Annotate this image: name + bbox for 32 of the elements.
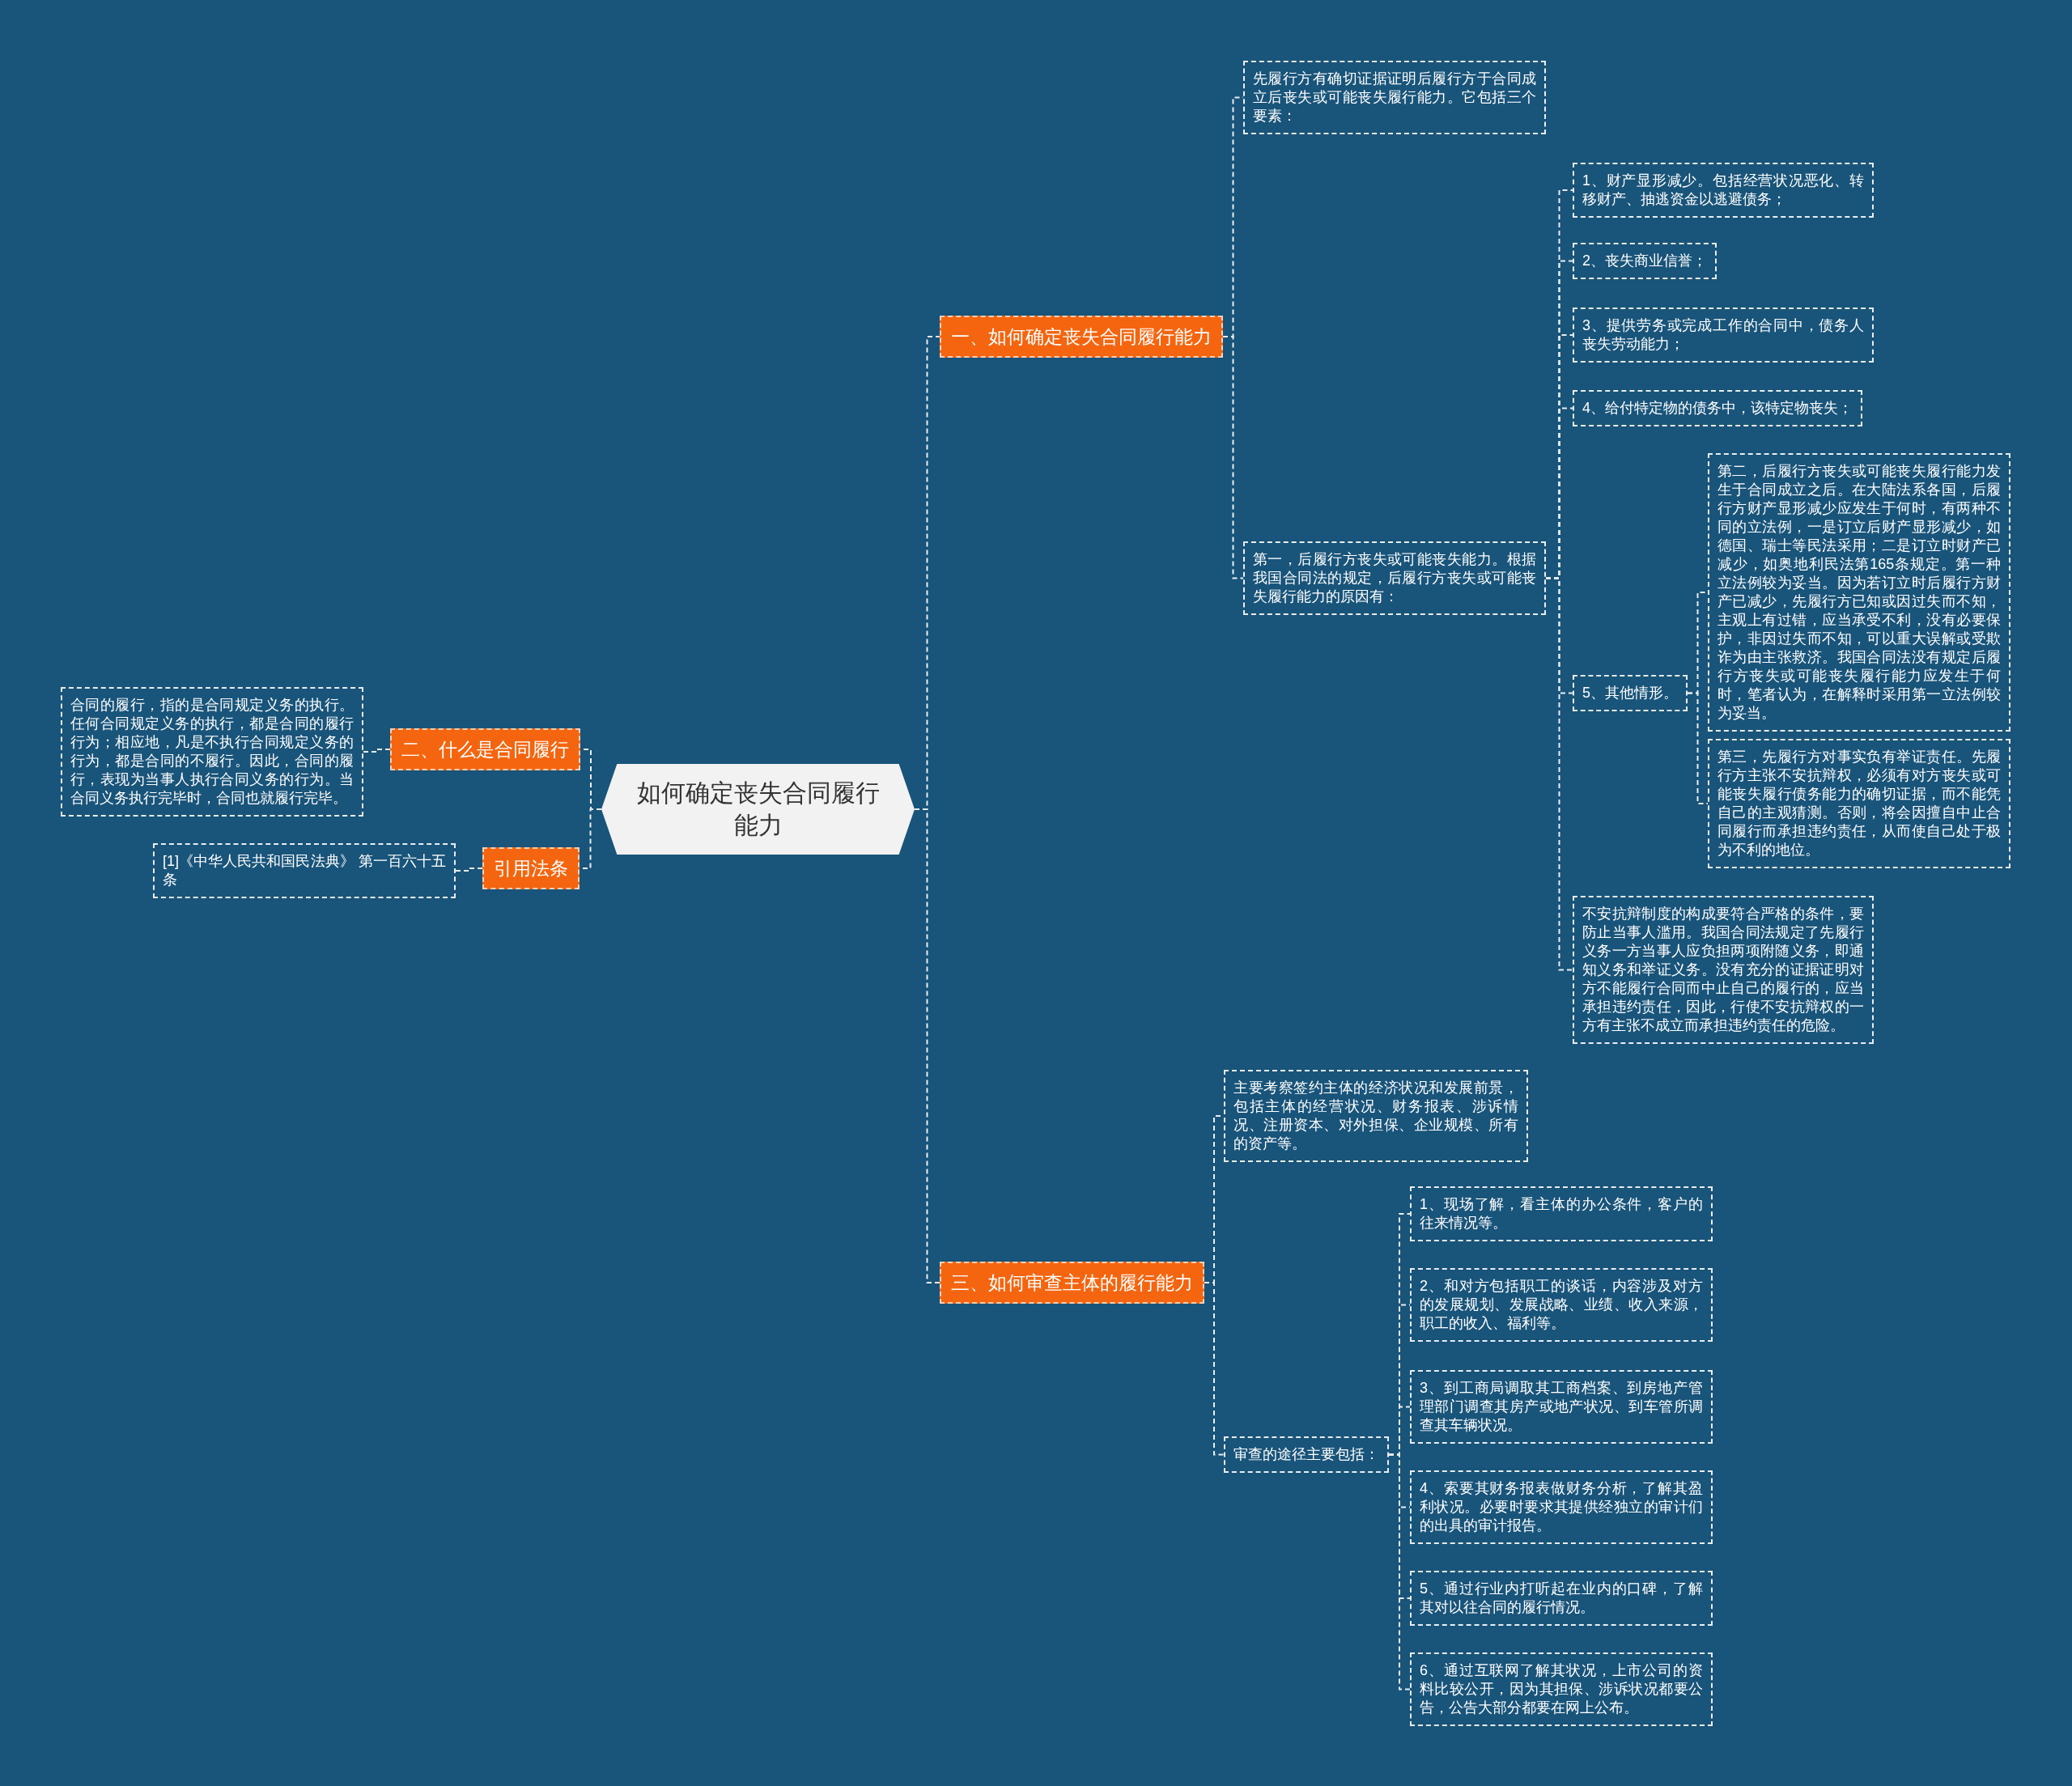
connector-line [455,868,483,872]
text-box: 3、提供劳务或完成工作的合同中，债务人丧失劳动能力； [1573,308,1874,363]
connector-line [1388,1453,1411,1691]
text-box: 第三，先履行方对事实负有举证责任。先履行方主张不安抗辩权，必须有对方丧失或可能丧失履行债务能力的确切证据，而不能凭自己的主观猜测。否则，将会因擅自中止合同履行而承担违约责任，从而使自己处于极为不利的地位。 [1708,739,2010,868]
text-box: 6、通过互联网了解其状况，上市公司的资料比较公开，因为其担保、涉诉状况都要公告，公告大部分都要在网上公布。 [1410,1652,1713,1726]
text-box: 1、现场了解，看主体的办公条件，客户的往来情况等。 [1410,1186,1713,1241]
text-box: 4、索要其财务报表做财务分析，了解其盈利状况。必要时要求其提供经独立的审计们的出具的审计报告。 [1410,1470,1713,1544]
connector-line [1222,336,1244,579]
branch-box: 一、如何确定丧失合同履行能力 [940,316,1223,358]
connector-line [1204,1282,1225,1456]
text-box: 先履行方有确切证据证明后履行方于合同成立后丧失或可能丧失履行能力。它包括三个要素： [1243,61,1546,134]
text-box: [1]《中华人民共和国民法典》 第一百六十五条 [153,843,456,898]
branch-box: 三、如何审查主体的履行能力 [940,1262,1204,1304]
text-box: 审查的途径主要包括： [1224,1436,1389,1473]
text-box: 第一，后履行方丧失或可能丧失能力。根据我国合同法的规定，后履行方丧失或可能丧失履行能力的原因有： [1243,541,1546,615]
text-box: 第二，后履行方丧失或可能丧失履行能力发生于合同成立之后。在大陆法系各国，后履行方财产显形减少应发生于何时，有两种不同的立法例，一是订立后财产显形减少，如德国、瑞士等民法采用；二是订立时财产已减少，如奥地利民法第165条规定。第一种立法例较为妥当。因为若订立时后履行方财产已减少，先履行方已知或因过失而不知，主观上有过错，应当承受不利，没有必要保护，非因过失而不知，可以重大误解或受欺诈为由主张救济。我国合同法没有规定后履行方丧失或可能丧失履行能力应发生于何时，笔者认为，在解释时采用第一立法例较为妥当。 [1708,453,2010,732]
text-box: 3、到工商局调取其工商档案、到房地产管理部门调查其房产或地产状况、到车管所调查其车辆状况。 [1410,1370,1713,1444]
central-topic: 如何确定丧失合同履行能力 [601,764,915,855]
connector-line [363,749,391,753]
text-box: 合同的履行，指的是合同规定义务的执行。任何合同规定义务的执行，都是合同的履行行为；相应地，凡是不执行合同规定义务的行为，都是合同的不履行。因此，合同的履行，表现为当事人执行合同义务的行为。当合同义务执行完毕时，合同也就履行完毕。 [61,687,363,817]
text-box: 2、和对方包括职工的谈话，内容涉及对方的发展规划、发展战略、业绩、收入来源，职工的收入、福利等。 [1410,1268,1713,1342]
connector-line [1687,692,1709,804]
branch-box: 引用法条 [482,847,580,889]
text-box: 5、通过行业内打听起在业内的口碑，了解其对以往合同的履行情况。 [1410,1571,1713,1626]
text-box: 不安抗辩制度的构成要符合严格的条件，要防止当事人滥用。我国合同法规定了先履行义务一方当事人应负担两项附随义务，即通知义务和举证义务。没有充分的证据证明对方不能履行合同而中止自己的履行的，应当承担违约责任，因此，行使不安抗辩权的一方有主张不成立而承担违约责任的危险。 [1573,896,1874,1044]
connector-line [1545,577,1573,971]
text-box: 5、其他情形。 [1573,675,1688,711]
text-box: 1、财产显形减少。包括经营状况恶化、转移财产、抽逃资金以逃避债务； [1573,163,1874,218]
branch-box: 二、什么是合同履行 [390,728,580,770]
text-box: 主要考察签约主体的经济状况和发展前景，包括主体的经营状况、财务报表、涉诉情况、注册资本、对外担保、企业规模、所有的资产等。 [1224,1070,1528,1162]
text-box: 2、丧失商业信誉； [1573,243,1717,279]
text-box: 4、给付特定物的债务中，该特定物丧失； [1573,390,1862,426]
